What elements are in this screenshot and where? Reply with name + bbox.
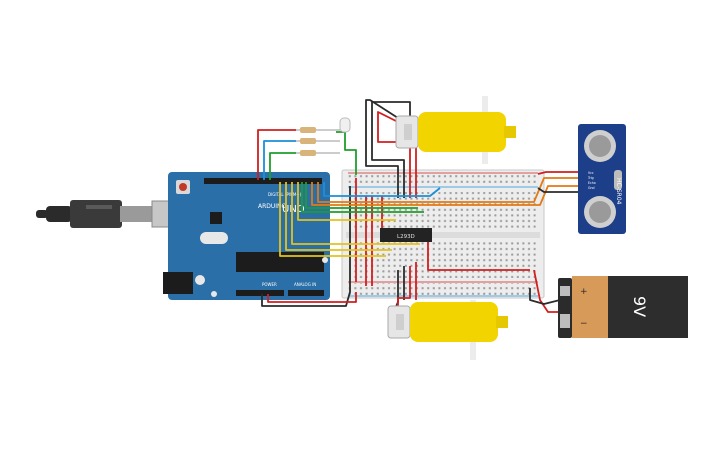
sensor-pin-gnd: Gnd: [588, 186, 595, 190]
dc-motor-bottom: [387, 300, 508, 360]
power-label: POWER: [262, 282, 277, 287]
rgb-led: [339, 117, 351, 133]
digital-header: [204, 178, 322, 184]
usb-cable: [36, 200, 177, 228]
analog-label: ANALOG IN: [294, 282, 316, 287]
resistors: [300, 127, 316, 156]
sensor-pin-vcc: Vcc: [588, 171, 594, 175]
battery-plus: +: [580, 287, 588, 297]
sensor-label: HC-SR04: [615, 178, 622, 205]
resistor-1: [300, 127, 316, 133]
digital-label: DIGITAL (PWM~): [268, 192, 302, 197]
arduino-model-text: UNO: [282, 204, 305, 215]
arduino-uno-board: ARDUINO UNO DIGITAL (PWM~) POWER ANALOG …: [163, 172, 330, 300]
battery-label: 9V: [630, 296, 649, 317]
dc-motor-top: [395, 96, 516, 164]
chip-label: L293D: [397, 234, 415, 240]
hc-sr04-sensor: HC-SR04 Vcc Trig Echo Gnd: [578, 124, 626, 234]
power-header: [236, 290, 284, 296]
wires: [257, 99, 580, 317]
atmega-chip: [236, 252, 324, 272]
l293d-chip: L293D: [380, 228, 432, 242]
arduino-logo-text: ARDUINO: [258, 203, 287, 210]
analog-header: [288, 290, 324, 296]
resistor-2: [300, 138, 316, 144]
sensor-pin-trig: Trig: [587, 176, 594, 180]
battery-minus: −: [580, 319, 588, 329]
battery-9v: + − 9V: [558, 276, 688, 338]
sensor-pin-echo: Echo: [588, 181, 596, 185]
resistor-3: [300, 150, 316, 156]
